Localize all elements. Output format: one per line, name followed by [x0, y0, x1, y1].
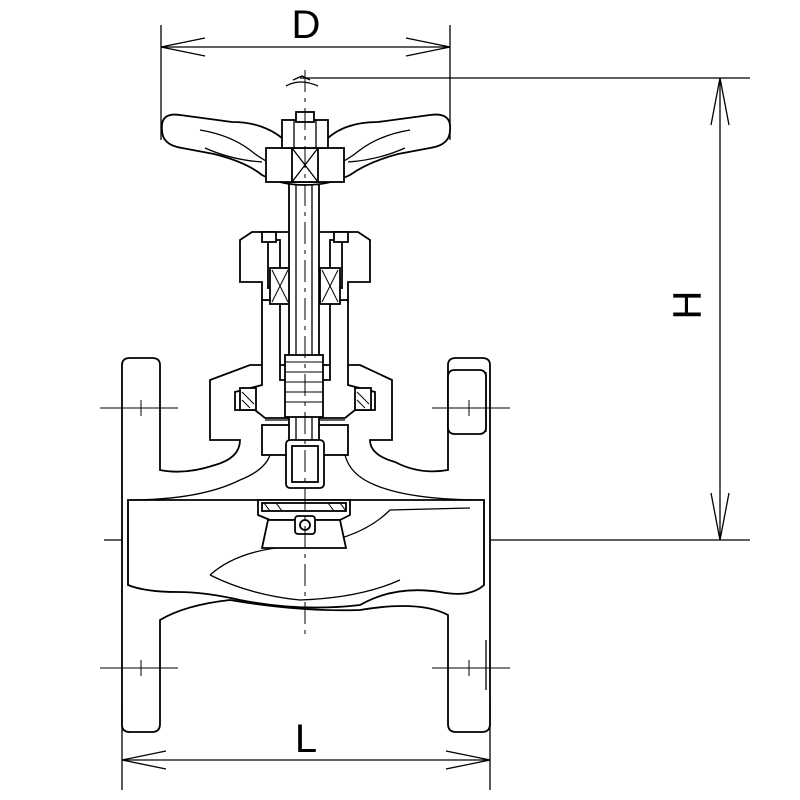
handwheel — [160, 75, 452, 186]
dimension-l: L — [121, 700, 491, 790]
dimension-h: H — [104, 77, 750, 541]
dimension-d-label: D — [292, 3, 321, 47]
dimension-d: D — [160, 3, 451, 140]
valve-stem — [284, 169, 324, 443]
dimension-l-label: L — [295, 717, 317, 761]
dimension-h-label: H — [666, 291, 710, 320]
